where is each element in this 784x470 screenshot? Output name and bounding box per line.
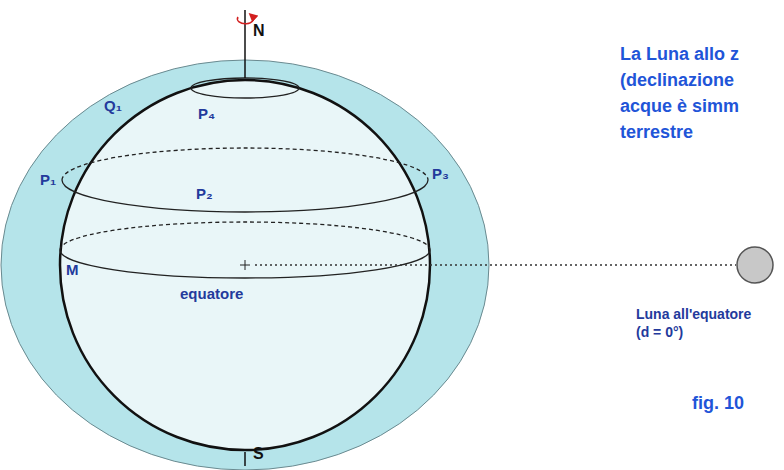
note-text: (declinazione	[620, 71, 734, 91]
rotation-arrow	[237, 16, 253, 24]
point-label: P₄	[198, 106, 215, 123]
note-text: La Luna allo z	[620, 45, 739, 65]
moon	[737, 247, 773, 283]
note-text: terrestre	[620, 123, 693, 143]
equator-label: equatore	[180, 286, 243, 303]
point-label: P₁	[40, 172, 56, 189]
parallel-circle	[191, 78, 299, 98]
moon-direction	[255, 264, 736, 266]
equator-front	[60, 250, 430, 278]
parallel-back	[62, 148, 428, 180]
pole-label: S	[253, 445, 264, 463]
moon-label: (d = 0°)	[636, 325, 683, 340]
earth-axis	[244, 452, 246, 466]
point-label: P₂	[196, 186, 213, 203]
point-label: Q₁	[104, 98, 122, 115]
moon-label: Luna all'equatore	[636, 307, 751, 322]
note-text: acque è simm	[620, 97, 739, 117]
equator-back	[60, 222, 430, 250]
figure-number: fig. 10	[692, 394, 744, 414]
earth-axis	[244, 10, 246, 78]
parallel-front	[62, 180, 428, 212]
center-mark	[245, 260, 246, 270]
pole-label: N	[253, 22, 265, 40]
point-label: P₃	[432, 166, 449, 183]
point-label: M	[66, 262, 79, 279]
earth-sphere	[60, 80, 430, 450]
